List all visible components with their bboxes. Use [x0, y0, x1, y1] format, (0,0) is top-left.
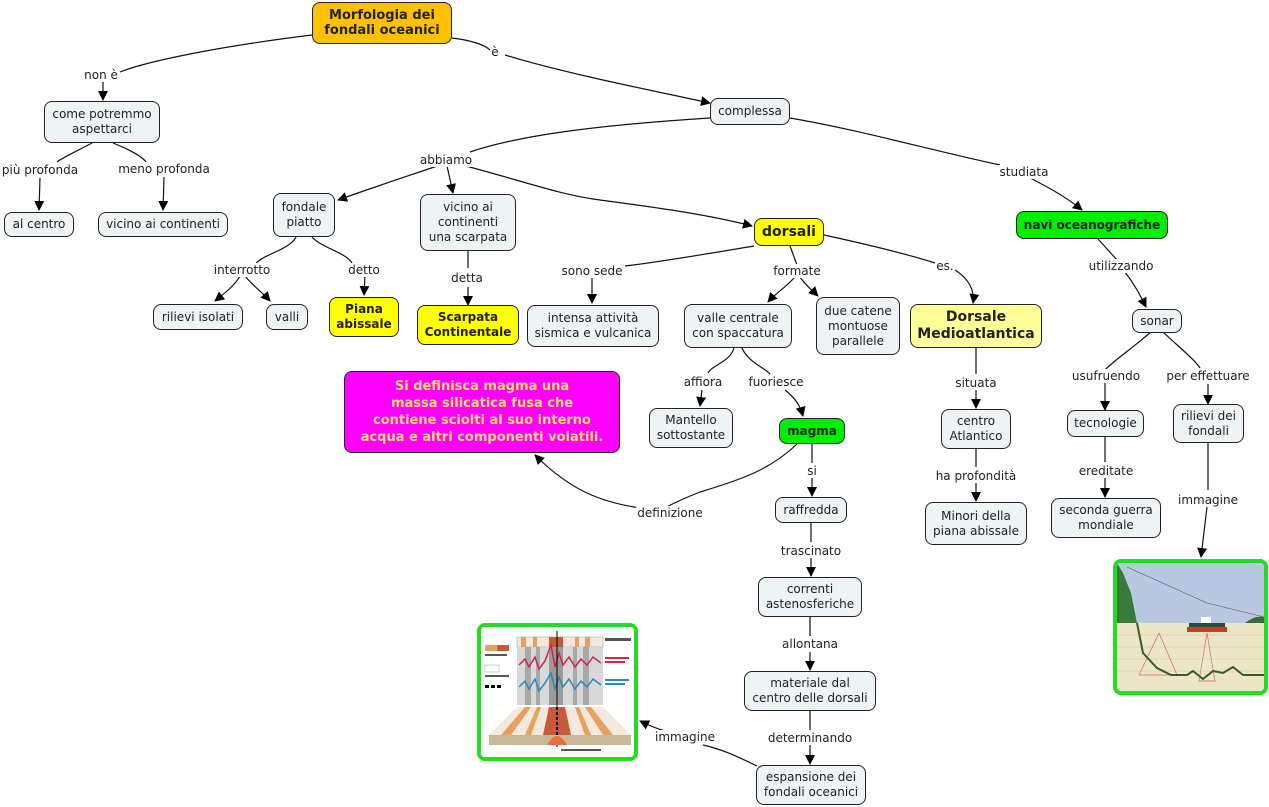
label-formate: formate: [772, 264, 822, 278]
node-tecnologie[interactable]: tecnologie: [1067, 410, 1144, 437]
magnetic-striping-illustration: [481, 627, 634, 757]
line-root-none: [119, 34, 313, 73]
node-mantello-sottostante[interactable]: Mantello sottostante: [649, 408, 733, 448]
line-valle-affiora: [707, 347, 735, 374]
line-complessa-studiata: [789, 117, 1001, 166]
label-piu-profonda: più profonda: [0, 163, 80, 177]
label-immagine-magnetic: immagine: [653, 730, 717, 744]
line-fondale-interrotto: [254, 236, 297, 266]
line-come-piu: [56, 142, 93, 163]
node-fondale-piatto[interactable]: fondale piatto: [273, 193, 335, 237]
label-fuoriesce: fuoriesce: [747, 375, 805, 389]
line-e-complessa: [504, 54, 711, 107]
label-per-effettuare: per effettuare: [1165, 369, 1251, 383]
node-due-catene[interactable]: due catene montuose parallele: [816, 297, 900, 355]
line-sonar-usufruendo: [1104, 331, 1152, 371]
line-valle-fuoriesce: [741, 347, 771, 375]
label-studiata: studiata: [998, 165, 1050, 179]
line-utilizzando-sonar: [1124, 271, 1147, 308]
node-dorsale-medioatlantica[interactable]: Dorsale Medioatlantica: [910, 304, 1042, 348]
line-espansione-immagine: [702, 744, 758, 767]
node-valli[interactable]: valli: [266, 304, 308, 330]
line-fondale-detto: [311, 236, 353, 264]
node-centro-atlantico[interactable]: centro Atlantico: [941, 409, 1011, 449]
node-dorsali[interactable]: dorsali: [754, 218, 824, 246]
label-definizione: definizione: [636, 506, 704, 520]
label-allontana: allontana: [781, 637, 839, 651]
line-complessa-abbiamo: [469, 117, 711, 153]
line-dorsali-es: [823, 234, 936, 264]
line-definizione-defbox: [534, 454, 641, 509]
node-seconda-guerra[interactable]: seconda guerra mondiale: [1051, 498, 1161, 538]
image-magnetic-striping[interactable]: [477, 623, 638, 761]
line-dorsali-formate: [789, 245, 798, 266]
line-formate-duecatene: [799, 276, 819, 297]
label-abbiamo: abbiamo: [418, 153, 474, 167]
label-detta: detta: [450, 271, 484, 285]
line-interrotto-valli: [244, 275, 271, 302]
node-espansione-fondali[interactable]: espansione dei fondali oceanici: [756, 765, 866, 805]
node-complessa[interactable]: complessa: [710, 98, 790, 125]
line-meno-vicino: [158, 176, 169, 211]
node-materiale-dorsali[interactable]: materiale dal centro delle dorsali: [744, 671, 876, 711]
node-raffredda[interactable]: raffredda: [775, 497, 847, 523]
node-intensa-attivita[interactable]: intensa attività sismica e vulcanica: [527, 305, 659, 347]
label-es: es.: [935, 259, 955, 273]
node-correnti-astenosferiche[interactable]: correnti astenosferiche: [758, 577, 862, 617]
image-sonar-survey[interactable]: [1113, 559, 1268, 695]
line-interrotto-rilievi: [214, 275, 241, 302]
node-rilievi-isolati[interactable]: rilievi isolati: [153, 304, 243, 330]
node-rilievi-dei-fondali[interactable]: rilievi dei fondali: [1173, 404, 1244, 443]
line-root-e: [451, 37, 491, 51]
label-meno-profonda: meno profonda: [117, 162, 211, 176]
label-determinando: determinando: [766, 731, 854, 745]
node-vicino-scarpata[interactable]: vicino ai continenti una scarpata: [420, 194, 516, 251]
node-scarpata-continentale[interactable]: Scarpata Continentale: [417, 305, 519, 345]
node-piana-abissale[interactable]: Piana abissale: [329, 297, 399, 337]
node-root[interactable]: Morfologia dei fondali oceanici: [312, 2, 452, 44]
node-magma[interactable]: magma: [779, 418, 845, 444]
node-vicino-ai-continenti[interactable]: vicino ai continenti: [98, 212, 228, 237]
label-usufruendo: usufruendo: [1070, 369, 1142, 383]
line-fuoriesce-magma: [784, 389, 806, 417]
line-studiata-navi: [1029, 177, 1083, 211]
line-abbiamo-vicino: [446, 165, 456, 194]
label-interrotto: interrotto: [212, 263, 272, 277]
label-affiora: affiora: [682, 375, 724, 389]
line-immagine-sonarimg: [1197, 506, 1208, 558]
line-navi-utilizzando: [1097, 238, 1118, 261]
label-non-e: non è: [83, 68, 119, 82]
line-come-meno: [112, 142, 147, 163]
line-piu-alcentro: [34, 177, 45, 211]
node-sonar[interactable]: sonar: [1132, 309, 1182, 333]
label-e: è: [490, 45, 500, 59]
line-es-dorsalemedio: [954, 269, 980, 304]
label-utilizzando: utilizzando: [1087, 259, 1155, 273]
label-sono-sede: sono sede: [560, 264, 624, 278]
label-immagine-sonar: immagine: [1176, 493, 1240, 507]
line-dorsali-sonosede: [624, 245, 755, 267]
node-come-potremmo-aspettarci[interactable]: come potremmo aspettarci: [44, 101, 160, 143]
label-si: si: [806, 464, 818, 478]
node-valle-centrale[interactable]: valle centrale con spaccatura: [684, 304, 792, 348]
label-ereditate: ereditate: [1077, 464, 1135, 478]
node-al-centro[interactable]: al centro: [4, 212, 74, 237]
node-minori-piana[interactable]: Minori della piana abissale: [925, 502, 1027, 545]
node-navi-oceanografiche[interactable]: navi oceanografiche: [1016, 211, 1168, 239]
label-ha-profondita: ha profondità: [934, 469, 1018, 483]
line-formate-valle: [767, 276, 796, 303]
label-detto: detto: [347, 263, 381, 277]
label-trascinato: trascinato: [779, 544, 843, 558]
sonar-survey-illustration: [1117, 563, 1264, 691]
node-definizione-magma[interactable]: Si definisca magma una massa silicatica …: [344, 371, 620, 453]
line-detto-piana: [359, 275, 370, 296]
label-situata: situata: [954, 376, 998, 390]
line-sonar-pereffettuare: [1162, 331, 1201, 369]
line-affiora-mantello: [696, 389, 707, 407]
